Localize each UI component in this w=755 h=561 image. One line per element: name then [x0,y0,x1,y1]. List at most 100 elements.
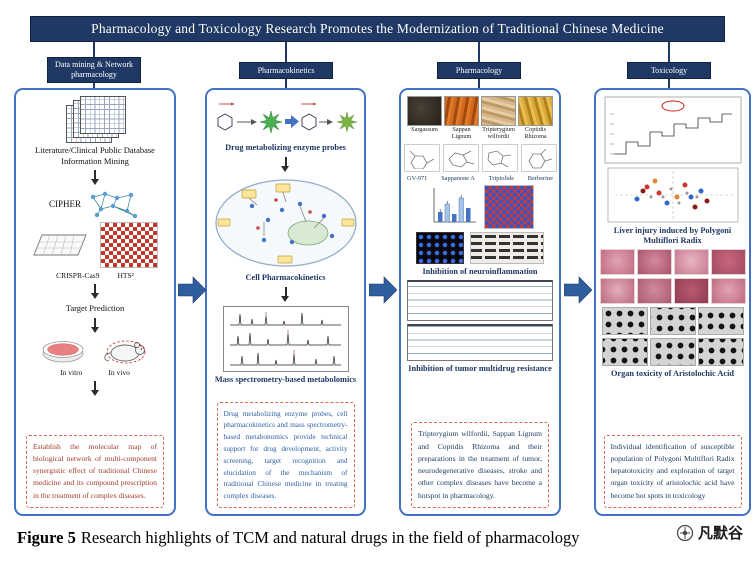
histology-row [599,277,746,304]
crispr-label: CRISPR-Cas9 [56,271,100,281]
histology-image [599,277,635,304]
logo-seal-icon [676,524,694,541]
panel-pharmacokinetics: Drug metabolizing enzyme probes [205,88,366,516]
column-header-pharmacology: Pharmacology [437,62,521,79]
banner-title: Pharmacology and Toxicology Research Pro… [91,21,664,36]
watermark-logo: 凡默谷 [676,522,743,543]
microscopy-image [649,337,696,366]
histology-image [710,277,746,304]
structure-image [481,144,518,172]
compound-name: Triptolide [488,175,515,182]
liver-injury-label: Liver injury induced by Polygoni Multifl… [613,226,732,245]
sargassum-photo [407,96,442,126]
column-header-toxicology: Toxicology [627,62,711,79]
histology-image [636,248,672,275]
column-header-pharmacokinetics: Pharmacokinetics [239,62,333,79]
hts-label: HTS² [117,271,134,281]
histology-row [599,248,746,275]
herb-photos-row: Sargassum Sappan Lignum Tripterygium wil… [407,96,553,141]
herb-name: Tripterygium wilfordii [482,126,515,141]
cell-pk-label: Cell Pharmacokinetics [245,272,326,282]
figure-number: Figure 5 [17,528,76,547]
microscopy-image [697,337,744,366]
panel-pharmacology: Sargassum Sappan Lignum Tripterygium wil… [399,88,561,516]
compound-name: Berberine [527,175,553,182]
panel-toxicology: Liver injury induced by Polygoni Multifl… [594,88,751,516]
histology-image [673,248,709,275]
microscopy-row [601,337,744,366]
datamining-summary: Establish the molecular map of biologica… [26,434,164,508]
compound-name: Sappanone A [441,175,475,182]
crispr-plate-icon [33,234,87,256]
sappan-lignum-photo [444,96,479,126]
data-table-image [407,323,553,361]
microscopy-image [649,306,696,335]
histology-image [673,277,709,304]
data-table-image [407,279,553,321]
invitro-label: In vitro [60,367,83,377]
mdr-label: Inhibition of tumor multidrug resistance [408,363,552,373]
connector-line [285,79,287,88]
target-prediction-label: Target Prediction [65,303,125,314]
flow-arrow-right-icon [369,276,397,304]
structure-image [520,144,557,172]
watermark-text: 凡默谷 [697,525,743,542]
herb-item: Sargassum [407,96,442,141]
western-blot-image [470,232,544,264]
hts-heatmap-image [100,222,158,269]
structure-image [442,144,479,172]
histology-image [636,277,672,304]
tripterygium-photo [481,96,516,126]
connector-line [93,42,95,57]
flow-arrow-right-icon [178,276,206,304]
structure-image [403,144,440,172]
down-arrow-icon [90,284,99,300]
banner: Pharmacology and Toxicology Research Pro… [30,16,725,42]
connector-line [93,83,95,88]
expression-heatmap-image [484,185,534,229]
petri-dish-icon [42,340,84,363]
compound-name: GV-971 [407,175,428,182]
enzyme-probes-label: Drug metabolizing enzyme probes [225,143,346,152]
herb-item: Coptidis Rhizoma [518,96,553,141]
histology-image [599,248,635,275]
microscopy-image [601,306,648,335]
bar-chart-image [433,188,476,223]
toxicology-summary: Individual identification of susceptible… [603,434,742,508]
mouse-icon [104,340,146,364]
fluorescence-microscopy-image [416,232,464,264]
down-arrow-icon [90,380,99,396]
connector-line [668,42,670,62]
herb-name: Coptidis Rhizoma [524,126,547,141]
panel-datamining: Literature/Clinical Public Database Info… [14,88,176,516]
cell-pharmacokinetics-diagram [214,179,357,267]
flow-arrow-right-icon [564,276,592,304]
neuroinflammation-label: Inhibition of neuroinflammation [422,267,538,276]
down-arrow-icon [90,170,99,186]
connector-line [478,42,480,62]
organ-toxicity-label: Organ toxicity of Aristolochic Acid [610,368,735,378]
mass-spec-label: Mass spectrometry-based metabolomics [214,374,357,384]
connector-line [668,79,670,88]
connector-line [285,42,287,62]
column-header-datamining: Data mining & Network pharmacology [47,57,141,83]
compound-names-row: GV-971 Sappanone A Triptolide Berberine [407,175,553,182]
pharmacology-summary: Tripterygium wilfordii, Sappan Lignum an… [411,422,549,508]
connector-line [478,79,480,88]
microscopy-image [601,337,648,366]
coptidis-photo [518,96,553,126]
down-arrow-icon [90,317,99,333]
herb-item: Tripterygium wilfordii [481,96,516,141]
invivo-label: In vivo [108,367,130,377]
down-arrow-icon [281,286,289,302]
pharmacokinetics-summary: Drug metabolizing enzyme probes, cell ph… [216,401,355,508]
mining-label: Literature/Clinical Public Database Info… [35,145,155,166]
herb-item: Sappan Lignum [444,96,479,141]
histology-image [710,248,746,275]
clinical-chart-image [604,96,741,164]
herb-name: Sappan Lignum [451,126,472,141]
cipher-label: CIPHER [48,199,81,210]
microscopy-image [697,306,744,335]
